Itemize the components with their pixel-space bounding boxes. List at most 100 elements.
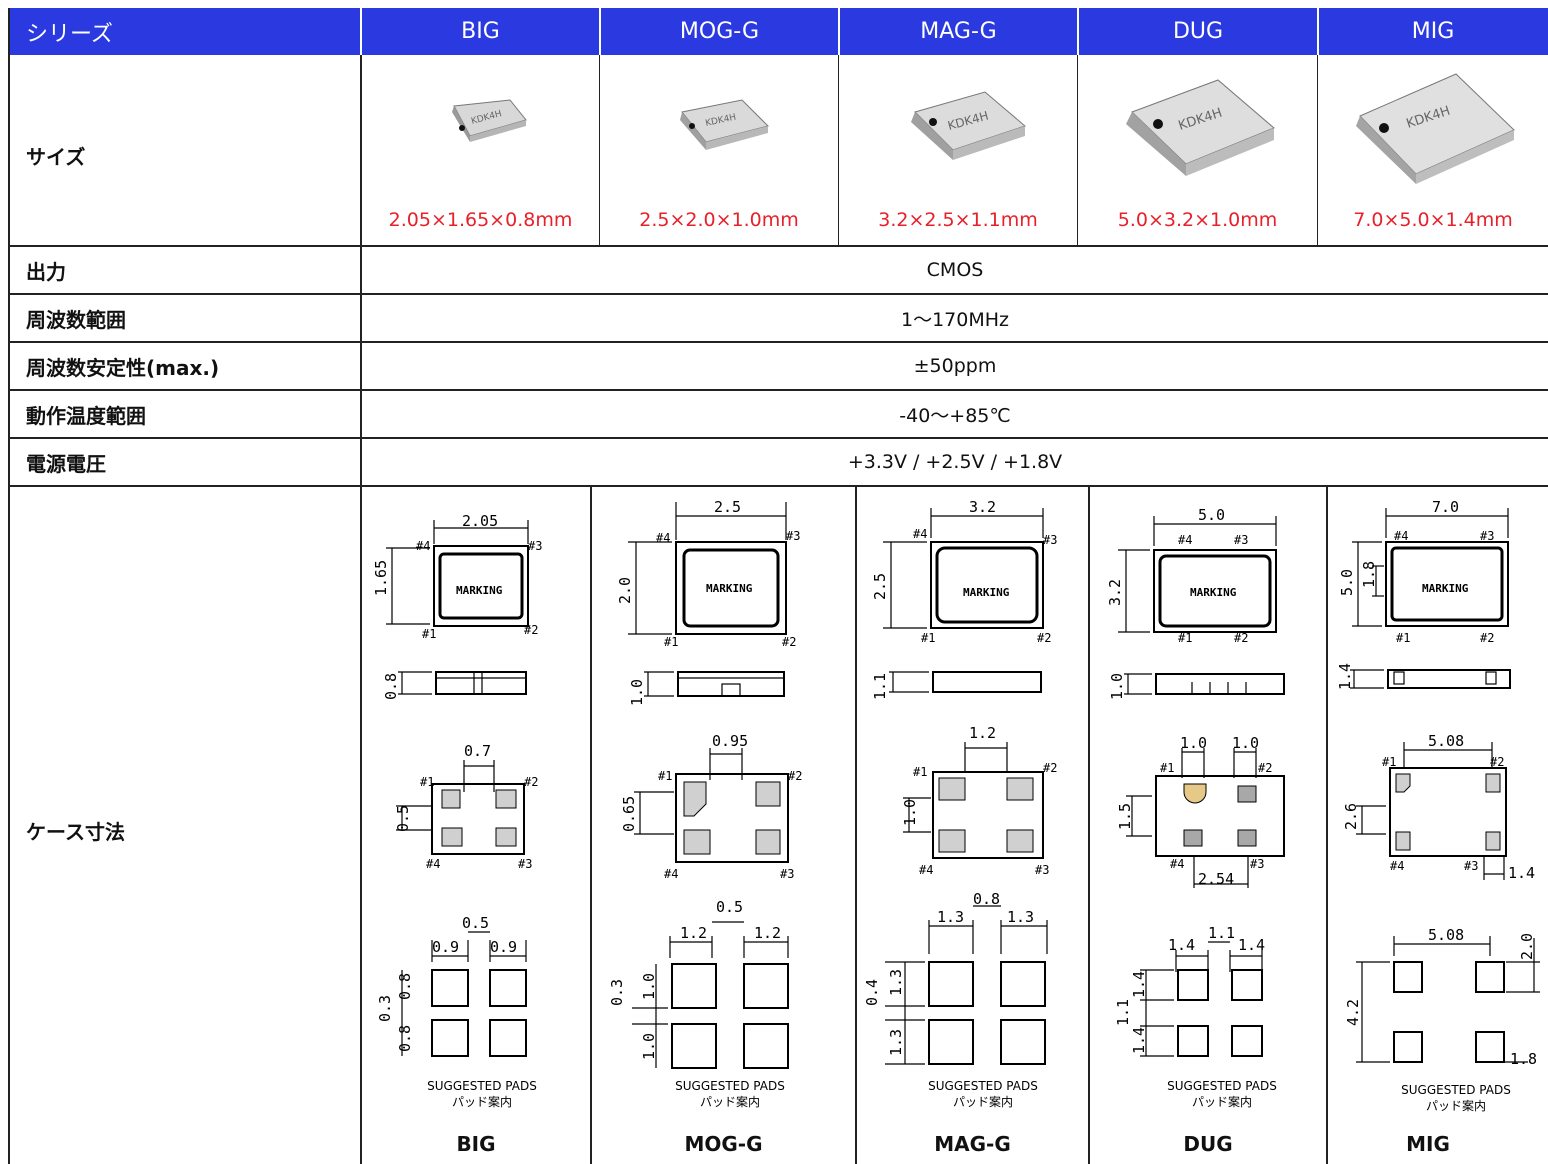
dug-dim-top-w: 5.0 <box>1198 506 1225 524</box>
mog-g-pads-en: SUGGESTED PADS <box>675 1079 785 1093</box>
big-pin-2: #2 <box>524 623 538 637</box>
freq-range-label-text: 周波数範囲 <box>26 307 126 332</box>
size-mig-text: 7.0×5.0×1.4mm <box>1353 209 1513 231</box>
mag-g-pin-2: #2 <box>1037 631 1051 645</box>
grid-line <box>1326 486 1328 1164</box>
case-dim-label-text: ケース寸法 <box>26 819 125 844</box>
big-pin-1: #1 <box>422 627 436 641</box>
big-sp-w1: 0.9 <box>432 938 459 956</box>
mig-pads-jp: パッド案内 <box>1426 1098 1486 1113</box>
dug-pad-pin-1: #1 <box>1160 761 1174 775</box>
mog-g-pad-pin-4: #4 <box>664 867 678 881</box>
mig-pad-pin-2: #2 <box>1490 755 1504 769</box>
mog-g-dim-pad-x: 0.95 <box>712 732 748 750</box>
header-mog-g: MOG-G <box>600 8 839 55</box>
mig-pin-4: #4 <box>1394 529 1408 543</box>
mog-g-pin-4: #4 <box>656 531 670 545</box>
mig-pin-1: #1 <box>1396 631 1410 645</box>
dug-dim-pad-y: 1.5 <box>1116 803 1134 830</box>
dug-dim-pad-x1: 1.0 <box>1180 734 1207 752</box>
supply-voltage-label: 電源電圧 <box>26 439 106 485</box>
chip-photo-mig: KDK4H <box>1356 73 1515 184</box>
dug-dim-top-h: 3.2 <box>1106 579 1124 606</box>
big-sp-h1: 0.8 <box>396 973 414 1000</box>
footer-big: BIG <box>362 1132 590 1156</box>
footer-dug: DUG <box>1090 1132 1326 1156</box>
footer-mag-g: MAG-G <box>857 1132 1088 1156</box>
header-dug-label: DUG <box>1172 19 1224 44</box>
size-mag-g-text: 3.2×2.5×1.1mm <box>878 209 1038 231</box>
mag-g-sp-h2: 1.3 <box>887 1029 905 1056</box>
header-separator <box>838 8 840 55</box>
mog-g-pin-1: #1 <box>664 635 678 649</box>
mig-dim-pad-y: 2.6 <box>1342 803 1360 830</box>
mig-dim-top-h: 5.0 <box>1338 569 1356 596</box>
mig-pad-pin-3: #3 <box>1464 859 1478 873</box>
header-dug: DUG <box>1078 8 1318 55</box>
big-sp-h2: 0.8 <box>396 1025 414 1052</box>
mag-g-sp-w1: 1.3 <box>937 908 964 926</box>
dug-dim-pad-x2: 1.0 <box>1232 734 1259 752</box>
mag-g-pad-pin-1: #1 <box>913 765 927 779</box>
header-big-label: BIG <box>461 19 500 44</box>
size-mog-g: 2.5×2.0×1.0mm <box>600 205 838 235</box>
size-big-text: 2.05×1.65×0.8mm <box>388 209 573 231</box>
size-label: サイズ <box>26 135 85 175</box>
dug-dim-side-h: 1.0 <box>1108 673 1126 700</box>
mig-pads-en: SUGGESTED PADS <box>1401 1083 1511 1097</box>
mag-g-pin-1: #1 <box>921 631 935 645</box>
big-sp-w2: 0.9 <box>490 938 517 956</box>
mig-pin-2: #2 <box>1480 631 1494 645</box>
dug-sp-gap: 1.1 <box>1208 924 1235 942</box>
supply-voltage-value-text: +3.3V / +2.5V / +1.8V <box>847 451 1063 473</box>
dug-pad-pin-3: #3 <box>1250 857 1264 871</box>
dug-pin-2: #2 <box>1234 631 1248 645</box>
mig-sp-s: 1.8 <box>1510 1050 1537 1068</box>
mag-g-pad-pin-2: #2 <box>1043 761 1057 775</box>
size-mag-g: 3.2×2.5×1.1mm <box>839 205 1077 235</box>
header-separator <box>1077 8 1079 55</box>
mag-g-sp-w2: 1.3 <box>1007 908 1034 926</box>
big-marking: MARKING <box>456 584 503 597</box>
header-mig-label: MIG <box>1411 19 1455 44</box>
size-mog-g-text: 2.5×2.0×1.0mm <box>639 209 799 231</box>
dug-pad-pin-2: #2 <box>1258 761 1272 775</box>
dug-pin-1: #1 <box>1178 631 1192 645</box>
mog-g-dim-top-h: 2.0 <box>616 577 634 604</box>
grid-line <box>8 437 1548 439</box>
mog-g-pad-pin-3: #3 <box>780 867 794 881</box>
size-big: 2.05×1.65×0.8mm <box>362 205 599 235</box>
drawing-mog-g: 2.5 2.0 #4 #3 #1 #2 MARKING 1.0 0.95 0.6… <box>608 498 802 1109</box>
output-value: CMOS <box>362 247 1548 293</box>
header-mag-g-label: MAG-G <box>920 19 997 44</box>
big-dim-side-h: 0.8 <box>382 673 400 700</box>
drawing-dug: 5.0 3.2 #4 #3 #1 #2 MARKING 1.0 1.0 1.0 … <box>1106 506 1285 1109</box>
dug-sp-w2: 1.4 <box>1238 936 1265 954</box>
mig-dim-top-h2: 1.8 <box>1360 561 1378 588</box>
mog-g-pads-jp: パッド案内 <box>700 1094 760 1109</box>
mig-dim-top-w: 7.0 <box>1432 498 1459 516</box>
grid-line <box>8 389 1548 391</box>
grid-line <box>1088 486 1090 1164</box>
dug-pad-pin-4: #4 <box>1170 857 1184 871</box>
temp-range-label: 動作温度範囲 <box>26 391 146 437</box>
mog-g-sp-gap: 0.5 <box>716 898 743 916</box>
grid-line <box>599 55 600 245</box>
dug-pads-en: SUGGESTED PADS <box>1167 1079 1277 1093</box>
mag-g-pads-jp: パッド案内 <box>953 1094 1013 1109</box>
drawing-big: 2.05 1.65 #4 #3 #1 #2 MARKING 0.8 0.7 0.… <box>372 512 542 1109</box>
header-mog-g-label: MOG-G <box>679 19 760 44</box>
grid-line <box>360 55 362 1164</box>
big-sp-g: 0.3 <box>376 995 394 1022</box>
mag-g-marking: MARKING <box>963 586 1010 599</box>
case-dim-label: ケース寸法 <box>26 810 125 850</box>
mag-g-pin-4: #4 <box>913 527 927 541</box>
freq-range-label: 周波数範囲 <box>26 295 126 341</box>
mig-dim-pad-pitch: 5.08 <box>1428 732 1464 750</box>
dug-pads-jp: パッド案内 <box>1192 1094 1252 1109</box>
grid-line <box>8 341 1548 343</box>
header-big: BIG <box>361 8 600 55</box>
dug-sp-h1: 1.4 <box>1130 971 1148 998</box>
mog-g-pad-pin-1: #1 <box>658 769 672 783</box>
mog-g-pad-pin-2: #2 <box>788 769 802 783</box>
